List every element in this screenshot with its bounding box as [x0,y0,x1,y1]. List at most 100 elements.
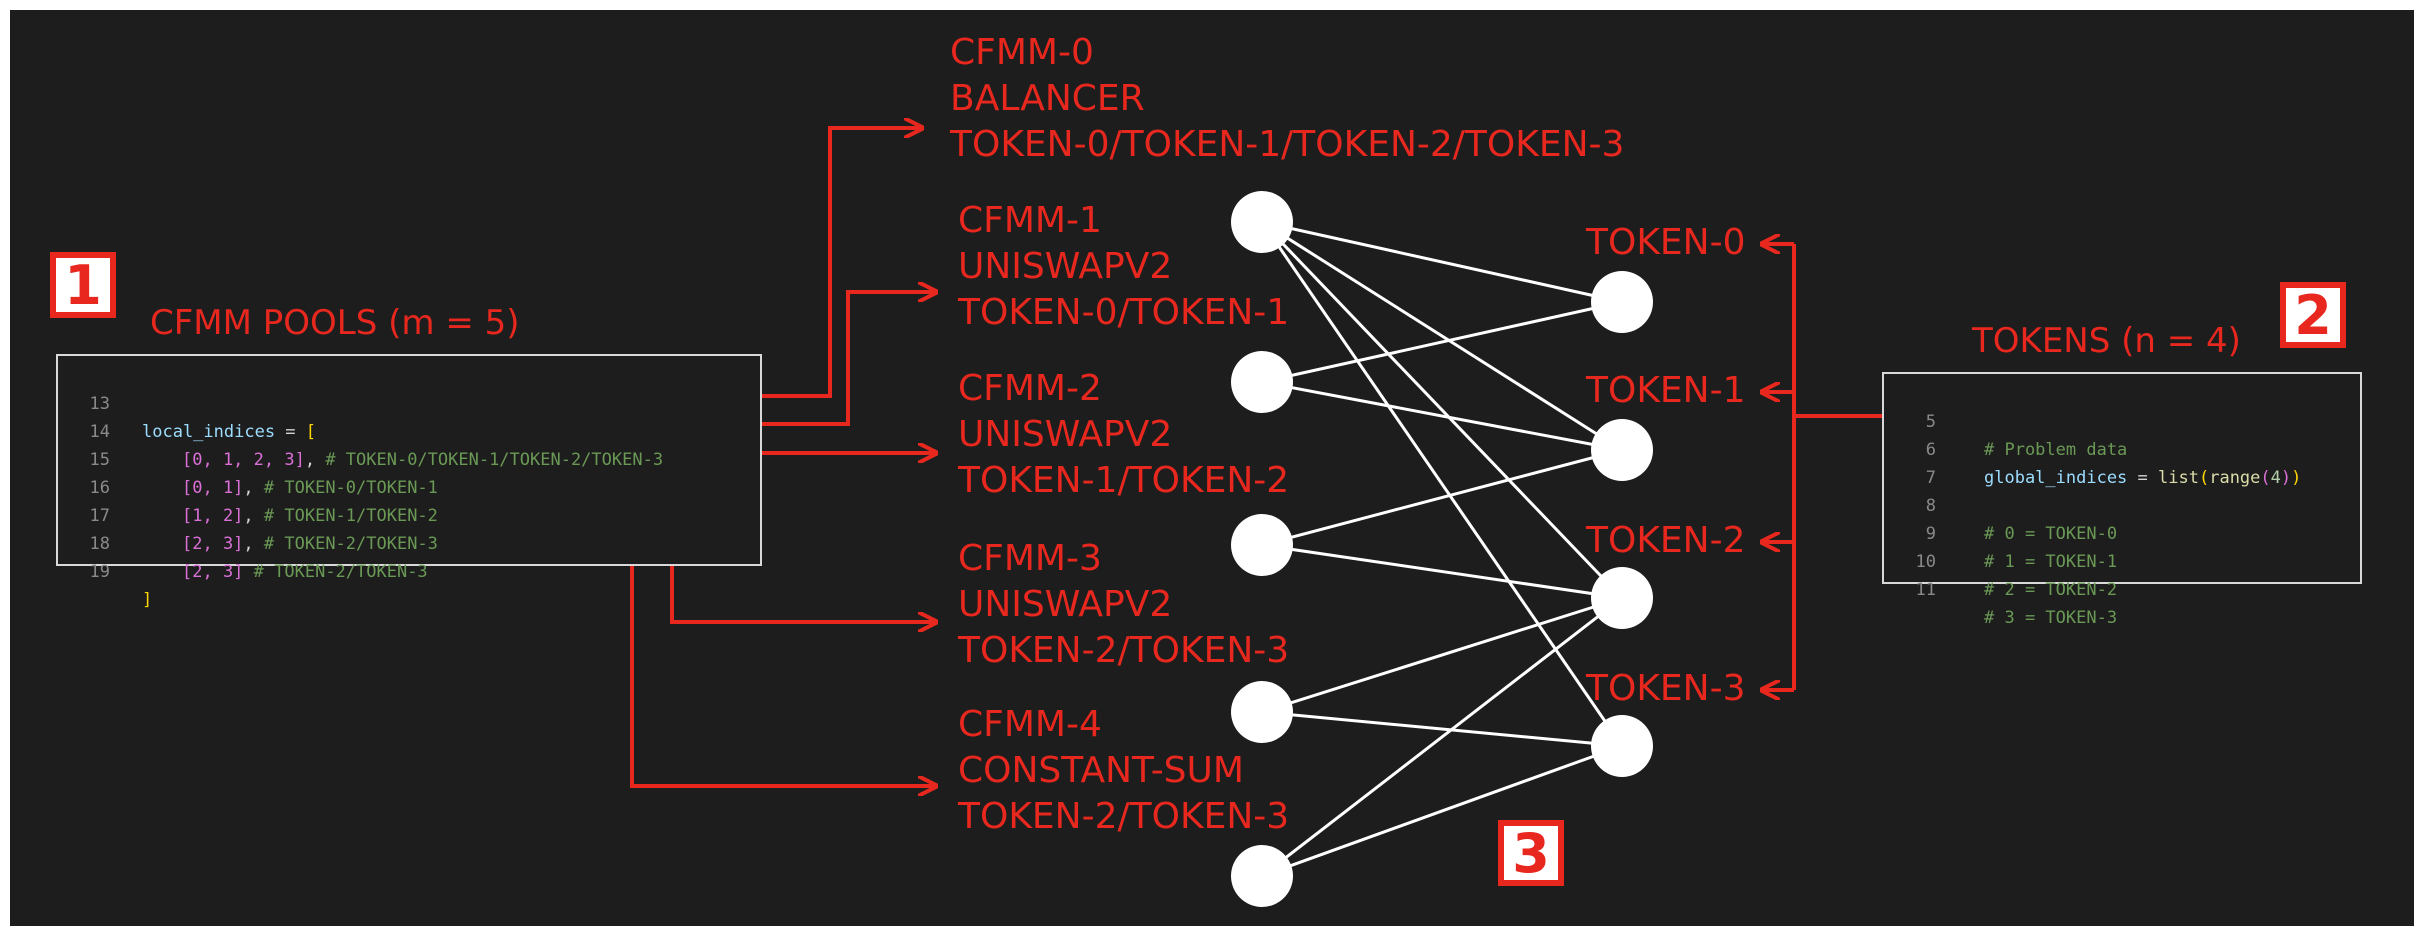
edge-cfmm4-token2 [1261,596,1623,878]
edge-cfmm4-token3 [1261,744,1623,878]
code-line-15: 15 [0, 1], # TOKEN-0/TOKEN-1 [58,418,760,498]
cfmm-4-label: CFMM-4 CONSTANT-SUM TOKEN-2/TOKEN-3 [958,702,1289,840]
fn-range: range [2209,468,2261,488]
edge-cfmm0-token1 [1261,220,1623,452]
cfmm-3-type: UNISWAPV2 [958,584,1173,625]
cfmm-0-pair: TOKEN-0/TOKEN-1/TOKEN-2/TOKEN-3 [950,124,1625,165]
badge-3: 3 [1498,820,1564,886]
separator: , [243,534,264,554]
line-number: 6 [1925,440,1936,460]
line-number: 9 [1925,524,1936,544]
number-literal: 4 [2270,468,2281,488]
separator: , [304,450,326,470]
line-number: 7 [1925,468,1936,488]
cfmm-2-id: CFMM-2 [958,368,1102,409]
token-1-label: TOKEN-1 [1586,370,1746,411]
cfmm-3-label: CFMM-3 UNISWAPV2 TOKEN-2/TOKEN-3 [958,536,1289,674]
paren: ) [2280,468,2292,488]
cfmm-1-type: UNISWAPV2 [958,246,1173,287]
code-comment: # 1 = TOKEN-1 [1984,552,2118,572]
array-literal: [1, 2] [182,506,244,526]
code-line-10: 10 # 2 = TOKEN-2 [1884,520,2360,600]
line-number: 8 [1925,496,1936,516]
badge-1: 1 [50,252,116,318]
code-line-19: 19 ] [58,530,760,610]
edge-cfmm1-token0 [1261,300,1623,384]
code-comment: # TOKEN-0/TOKEN-1 [263,478,438,498]
var-local-indices: local_indices [142,422,276,442]
edge-cfmm1-token1 [1261,380,1623,452]
code-line-11: 11 # 3 = TOKEN-3 [1884,548,2360,628]
array-literal: [0, 1, 2, 3] [182,450,305,470]
code-comment: # 3 = TOKEN-3 [1984,608,2118,628]
token-2-label: TOKEN-2 [1586,520,1746,561]
operator: = [275,422,306,442]
code-line-5: 5 # Problem data [1884,380,2360,460]
cfmm-4-pair: TOKEN-2/TOKEN-3 [958,796,1290,837]
token-node-0 [1591,271,1653,333]
cfmm-2-type: UNISWAPV2 [958,414,1173,455]
cfmm-1-pair: TOKEN-0/TOKEN-1 [958,292,1290,333]
line-number: 11 [1915,580,1936,600]
cfmm-0-type: BALANCER [950,78,1145,119]
code-comment: # TOKEN-0/TOKEN-1/TOKEN-2/TOKEN-3 [325,450,664,470]
code-line-8: 8 # 0 = TOKEN-0 [1884,464,2360,544]
paren: ) [2291,468,2302,488]
separator [243,562,253,582]
code-comment: # TOKEN-2/TOKEN-3 [263,534,438,554]
cfmm-4-id: CFMM-4 [958,704,1102,745]
cfmm-pools-title: CFMM POOLS (m = 5) [150,303,520,343]
code-panel-local-indices: 13 local_indices = [ 14 [0, 1, 2, 3], # … [56,354,762,610]
separator: , [243,506,264,526]
paren: ( [2260,468,2271,488]
bipartite-graph [480,10,1968,907]
line-number: 5 [1925,412,1936,432]
code-comment: # 2 = TOKEN-2 [1984,580,2118,600]
code-comment: # TOKEN-1/TOKEN-2 [263,506,438,526]
edge-cfmm3-token3 [1261,710,1623,748]
code-line-7: 7 [1884,436,2360,488]
cfmm-4-type: CONSTANT-SUM [958,750,1244,791]
edge-cfmm0-token3 [1260,221,1624,747]
edge-cfmm3-token2 [1261,596,1623,714]
badge-1-text: 1 [64,253,102,317]
operator: = [2127,468,2159,488]
edge-cfmm2-token1 [1261,448,1623,547]
badge-2: 2 [2280,282,2346,348]
cfmm-1-id: CFMM-1 [958,200,1102,241]
code-line-16: 16 [1, 2], # TOKEN-1/TOKEN-2 [58,446,760,526]
code-comment: # Problem data [1984,440,2128,460]
cfmm-1-label: CFMM-1 UNISWAPV2 TOKEN-0/TOKEN-1 [958,198,1289,336]
token-3-label: TOKEN-3 [1586,668,1746,709]
badge-3-text: 3 [1512,821,1550,885]
array-literal: [0, 1] [182,478,244,498]
cfmm-node-0 [1231,191,1293,253]
array-literal: [2, 3] [182,562,244,582]
code-comment: # TOKEN-2/TOKEN-3 [253,562,428,582]
code-comment: # 0 = TOKEN-0 [1984,524,2118,544]
cfmm-0-label: CFMM-0 BALANCER TOKEN-0/TOKEN-1/TOKEN-2/… [950,30,1624,168]
array-literal: [2, 3] [182,534,244,554]
graph-nodes [1231,191,1653,907]
bracket: [ [305,422,317,442]
line-number: 18 [89,534,110,554]
token-node-3 [1591,715,1653,777]
token-node-1 [1591,419,1653,481]
code-line-17: 17 [2, 3], # TOKEN-2/TOKEN-3 [58,474,760,554]
code-line-14: 14 [0, 1, 2, 3], # TOKEN-0/TOKEN-1/TOKEN… [58,390,760,470]
edge-cfmm0-token0 [1261,220,1623,304]
edge-cfmm0-token2 [1260,220,1624,600]
line-number: 17 [89,506,110,526]
cfmm-2-label: CFMM-2 UNISWAPV2 TOKEN-1/TOKEN-2 [958,366,1289,504]
cfmm-0-id: CFMM-0 [950,32,1094,73]
code-line-9: 9 # 1 = TOKEN-1 [1884,492,2360,572]
separator: , [243,478,264,498]
code-line-18: 18 [2, 3] # TOKEN-2/TOKEN-3 [58,502,760,582]
fn-list: list [2158,468,2199,488]
code-panel-global-indices: 5 # Problem data 6 global_indices = list… [1882,372,2362,628]
token-node-2 [1591,567,1653,629]
paren: ( [2198,468,2210,488]
bracket: ] [142,590,153,610]
cfmm-node-1 [1231,351,1293,413]
cfmm-node-4 [1231,845,1293,907]
